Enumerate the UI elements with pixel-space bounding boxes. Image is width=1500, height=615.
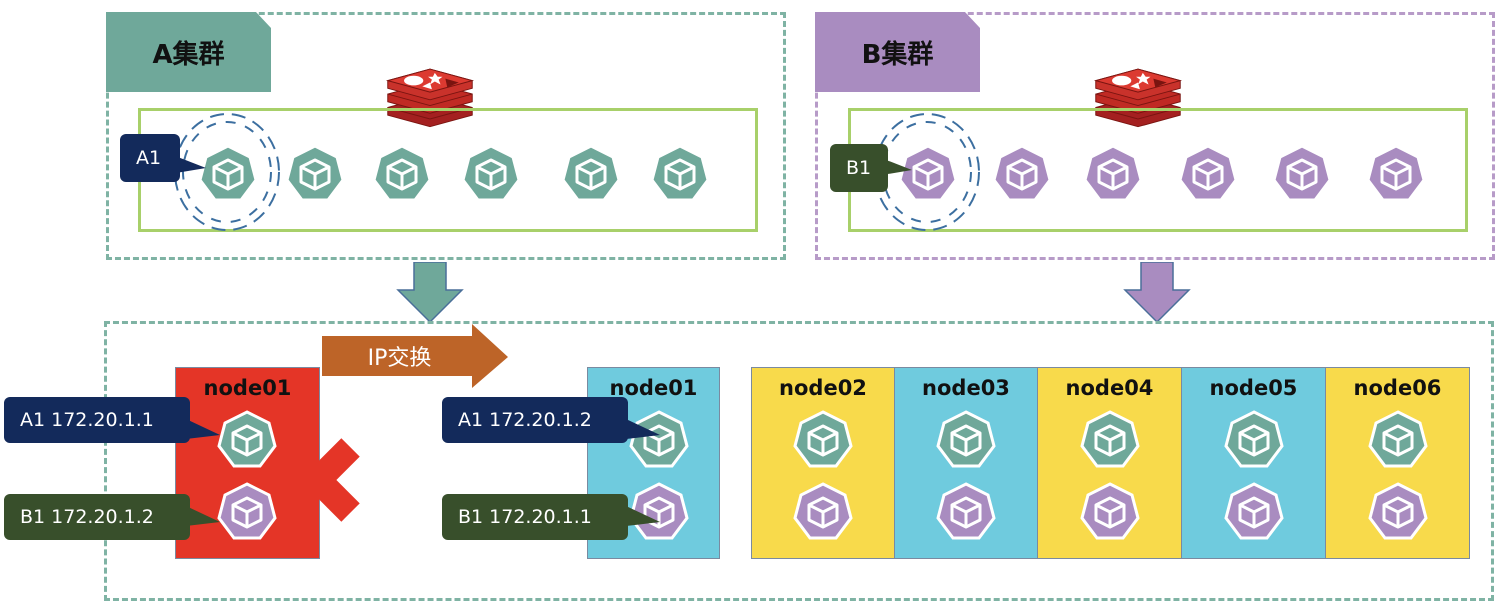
highlight-ring-icon	[174, 113, 280, 231]
node-label: node05	[1209, 376, 1298, 400]
pod-icon	[461, 144, 521, 206]
pod-a1-ip-callout: A1 172.20.1.1	[4, 397, 190, 443]
node-label: node01	[609, 376, 698, 400]
pod-icon	[1224, 482, 1284, 544]
pod-icon	[1272, 144, 1332, 206]
pod-icon	[1083, 144, 1143, 206]
cluster-a-frame	[106, 12, 786, 260]
pod-icon	[1080, 410, 1140, 472]
callout-tail	[186, 506, 220, 526]
pod-icon	[1224, 410, 1284, 472]
pod-icon	[561, 144, 621, 206]
red-x-icon	[276, 438, 360, 522]
pod-icon	[285, 144, 345, 206]
down-arrow-icon	[1123, 262, 1191, 324]
pod-icon	[217, 482, 277, 544]
pod-icon	[1366, 144, 1426, 206]
pod-b1-ip-callout: B1 172.20.1.2	[4, 494, 190, 540]
cluster-b-frame	[815, 12, 1495, 260]
cluster-a-tag-shape	[106, 12, 271, 92]
pod-icon	[936, 410, 996, 472]
pod-icon	[217, 410, 277, 472]
pod-b1-callout: B1	[830, 144, 888, 192]
pod-icon	[936, 482, 996, 544]
pod-icon	[992, 144, 1052, 206]
node-label: node03	[922, 376, 1010, 400]
callout-tail	[626, 419, 660, 439]
ip-swap-arrow-icon	[322, 324, 508, 388]
pod-icon	[1368, 410, 1428, 472]
pod-a1-callout: A1	[120, 134, 180, 182]
node-label: node04	[1065, 376, 1154, 400]
cluster-a-title: A集群	[152, 39, 225, 70]
callout-tail	[186, 419, 220, 439]
node-label: node01	[203, 376, 292, 400]
node-label: node02	[779, 376, 867, 400]
pod-icon	[1080, 482, 1140, 544]
pod-b1-ip-callout: B1 172.20.1.1	[442, 494, 628, 540]
ip-swap-label: IP交换	[367, 346, 432, 371]
cluster-b-title: B集群	[861, 39, 934, 70]
node-label: node06	[1353, 376, 1442, 400]
pod-icon	[372, 144, 432, 206]
pod-icon	[793, 482, 853, 544]
pod-icon	[650, 144, 710, 206]
pod-a1-ip-callout: A1 172.20.1.2	[442, 397, 628, 443]
down-arrow-icon	[396, 262, 464, 324]
node-pool-frame	[104, 321, 1494, 601]
pod-icon	[1368, 482, 1428, 544]
pod-icon	[1178, 144, 1238, 206]
pod-icon	[793, 410, 853, 472]
callout-tail	[626, 506, 660, 526]
cluster-b-tag-shape	[815, 12, 980, 92]
